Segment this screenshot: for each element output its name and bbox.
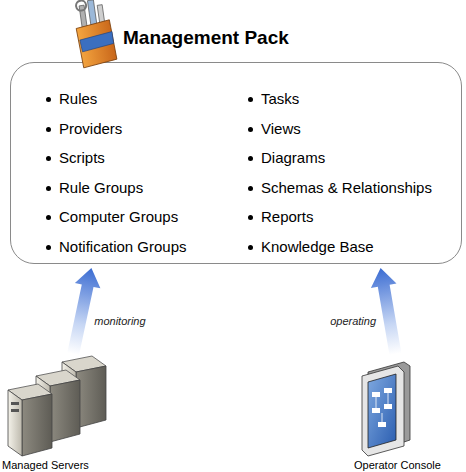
- list-item: Rule Groups: [46, 179, 143, 196]
- list-item: Knowledge Base: [248, 238, 374, 255]
- bullet-dot: [248, 215, 253, 220]
- bullet-dot: [46, 186, 51, 191]
- managed-servers-node: Managed Servers: [0, 352, 118, 472]
- bullet-dot: [46, 245, 51, 250]
- bullet-dot: [248, 156, 253, 161]
- node-label: Managed Servers: [2, 459, 89, 471]
- operator-console-node: Operator Console: [340, 352, 466, 472]
- list-item: Views: [248, 120, 301, 137]
- list-item: Schemas & Relationships: [248, 179, 432, 196]
- list-item: Rules: [46, 90, 97, 107]
- bullet-dot: [248, 186, 253, 191]
- list-item: Computer Groups: [46, 208, 178, 225]
- bullet-dot: [46, 156, 51, 161]
- list-item: Reports: [248, 208, 314, 225]
- list-item: Providers: [46, 120, 122, 137]
- list-item: Scripts: [46, 149, 105, 166]
- server-tower: [8, 384, 52, 456]
- flow-arrow: [371, 268, 402, 355]
- pack-heading: Management Pack: [123, 27, 289, 49]
- edge-label: operating: [330, 315, 376, 327]
- console-monitor: [362, 362, 410, 456]
- bullet-dot: [248, 97, 253, 102]
- bullet-dot: [248, 245, 253, 250]
- bullet-dot: [248, 127, 253, 132]
- bullet-dot: [46, 97, 51, 102]
- flow-arrow: [67, 268, 100, 355]
- bullet-dot: [46, 215, 51, 220]
- management-pack-box: Management PackRulesProvidersScriptsRule…: [10, 62, 462, 264]
- list-item: Notification Groups: [46, 238, 187, 255]
- edge-label: monitoring: [94, 315, 145, 327]
- list-item: Diagrams: [248, 149, 325, 166]
- list-item: Tasks: [248, 90, 299, 107]
- node-label: Operator Console: [354, 459, 441, 471]
- bullet-dot: [46, 127, 51, 132]
